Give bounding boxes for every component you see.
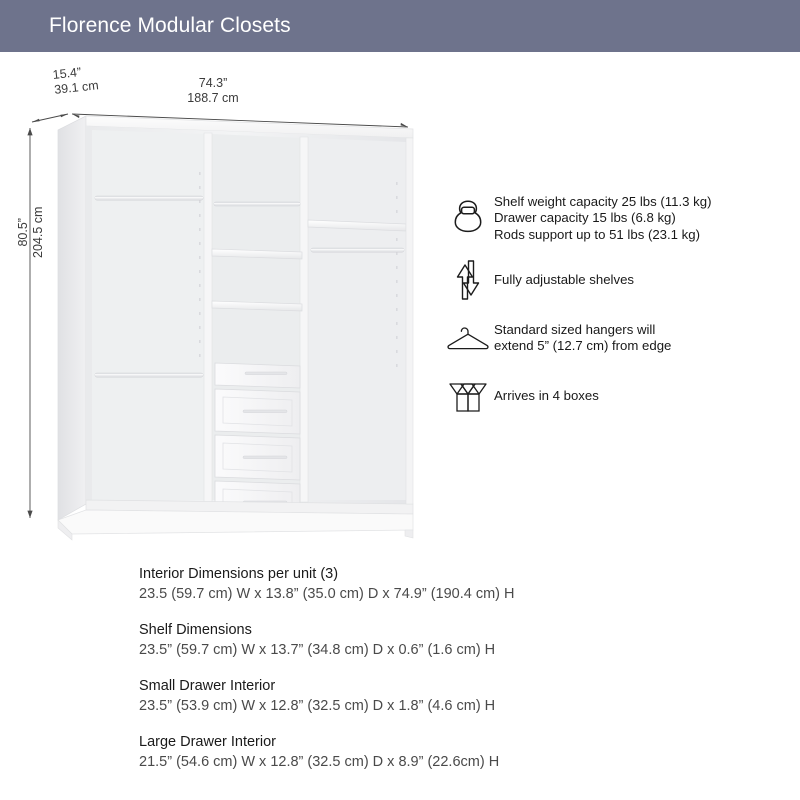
divider-right — [299, 136, 309, 503]
left-side-panel — [57, 115, 87, 521]
feature-hanger-clearance: Standard sized hangers will extend 5” (1… — [442, 315, 798, 359]
feature-weight-line-1: Shelf weight capacity 25 lbs (11.3 kg) — [494, 194, 712, 209]
feature-weight-line-2: Drawer capacity 15 lbs (6.8 kg) — [494, 210, 676, 226]
base-plinth — [57, 499, 414, 541]
spec-large-drawer: Large Drawer Interior 21.5” (54.6 cm) W … — [139, 733, 759, 772]
spec-small-drawer-title: Small Drawer Interior — [139, 678, 276, 694]
spec-shelf-dimensions: Shelf Dimensions 23.5” (59.7 cm) W x 13.… — [139, 621, 759, 660]
spec-large-drawer-value: 21.5” (54.6 cm) W x 12.8” (32.5 cm) D x … — [139, 754, 500, 770]
drawer-small — [214, 362, 301, 389]
shelf-peg-holes — [199, 172, 398, 367]
center-bay-rod — [213, 201, 301, 207]
features-list: Shelf weight capacity 25 lbs (11.3 kg) D… — [442, 192, 798, 434]
specifications-list: Interior Dimensions per unit (3) 23.5 (5… — [139, 565, 759, 789]
divider-left — [203, 132, 213, 503]
hanger-icon — [442, 320, 494, 354]
spec-interior-dimensions: Interior Dimensions per unit (3) 23.5 (5… — [139, 565, 759, 604]
header-bar: Florence Modular Closets — [0, 0, 800, 52]
feature-hangers-text: Standard sized hangers will extend 5” (1… — [494, 320, 798, 355]
drawer-large-2 — [214, 434, 301, 481]
spec-large-drawer-title: Large Drawer Interior — [139, 734, 276, 750]
feature-hangers-line-1: Standard sized hangers will — [494, 321, 656, 337]
feature-weight-capacity: Shelf weight capacity 25 lbs (11.3 kg) D… — [442, 192, 798, 243]
feature-shelves-line-1: Fully adjustable shelves — [494, 272, 635, 288]
up-down-arrows-icon — [442, 257, 494, 301]
spec-small-drawer-value: 23.5” (53.9 cm) W x 12.8” (32.5 cm) D x … — [139, 698, 496, 714]
feature-shipping-boxes: Arrives in 4 boxes — [442, 373, 798, 417]
open-box-icon — [442, 375, 494, 415]
left-bay-rods — [94, 195, 204, 378]
width-inches: 74.3” — [198, 76, 228, 90]
closet-illustration: 15.4” 39.1 cm 74.3” 188.7 cm 80.5” 204.5… — [0, 52, 440, 542]
feature-adjustable-shelves: Fully adjustable shelves — [442, 257, 798, 301]
drawer-large-1 — [214, 388, 301, 435]
center-bay-shelves — [211, 248, 303, 312]
spec-shelf-dimensions-value: 23.5” (59.7 cm) W x 13.7” (34.8 cm) D x … — [139, 642, 496, 658]
spec-interior-dimensions-value: 23.5 (59.7 cm) W x 13.8” (35.0 cm) D x 7… — [139, 586, 515, 602]
dimension-arrows — [27, 113, 409, 518]
feature-boxes-line-1: Arrives in 4 boxes — [494, 388, 599, 404]
feature-weight-text: Shelf weight capacity 25 lbs (11.3 kg) D… — [494, 192, 798, 243]
feature-weight-line-3: Rods support up to 51 lbs (23.1 kg) — [494, 226, 700, 242]
right-side-panel — [405, 137, 414, 505]
kettlebell-icon — [442, 192, 494, 234]
dimension-label-width: 74.3” 188.7 cm — [187, 76, 238, 106]
feature-shelves-text: Fully adjustable shelves — [494, 270, 798, 288]
feature-boxes-text: Arrives in 4 boxes — [494, 386, 798, 404]
page-title: Florence Modular Closets — [49, 14, 291, 37]
right-bay-rod — [310, 247, 405, 253]
spec-interior-dimensions-title: Interior Dimensions per unit (3) — [139, 566, 339, 582]
closet-drawing — [27, 113, 414, 541]
spec-small-drawer: Small Drawer Interior 23.5” (53.9 cm) W … — [139, 677, 759, 716]
feature-hangers-line-2: extend 5” (12.7 cm) from edge — [494, 338, 672, 354]
width-cm: 188.7 cm — [187, 91, 239, 105]
spec-shelf-dimensions-title: Shelf Dimensions — [139, 622, 252, 638]
